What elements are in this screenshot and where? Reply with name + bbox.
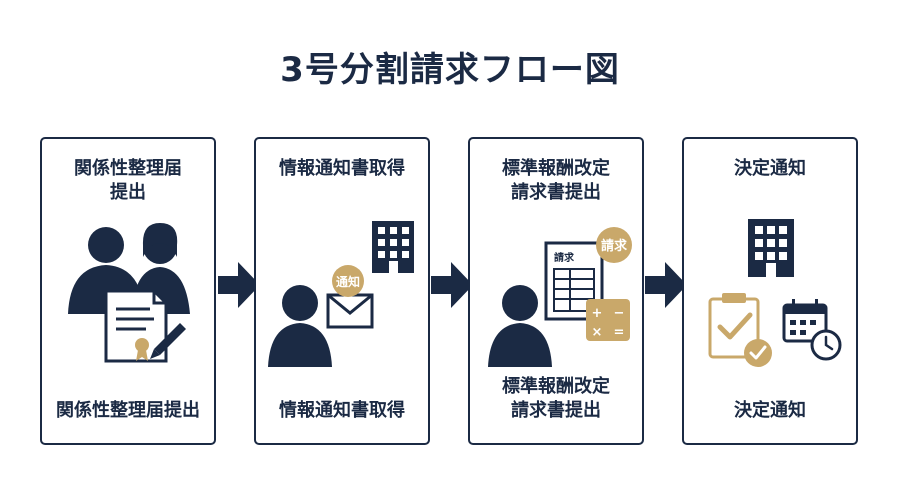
step-card-1: 関係性整理届 提出 関係性整理届提出 — [40, 137, 216, 445]
step-4-caption: 決定通知 — [734, 400, 806, 421]
form-badge-text: 請求 — [601, 238, 628, 254]
document-pen-icon — [104, 289, 186, 363]
building-icon — [748, 219, 794, 277]
calculator-icon: + − × = — [586, 299, 630, 341]
step-3-heading: 標準報酬改定 請求書提出 — [502, 158, 610, 203]
person-icon — [268, 285, 332, 367]
svg-text:×: × — [592, 325, 603, 340]
step-3-caption: 標準報酬改定 請求書提出 — [502, 376, 610, 421]
calendar-clock-icon — [782, 299, 842, 361]
step-1-heading: 関係性整理届 提出 — [74, 158, 182, 203]
step-1-caption: 関係性整理届提出 — [56, 400, 200, 421]
arrow-right-icon — [645, 262, 687, 308]
step-2-heading: 情報通知書取得 — [279, 158, 405, 179]
building-icon — [372, 221, 414, 273]
step-card-4: 決定通知 — [682, 137, 858, 445]
step-1-illustration — [68, 223, 190, 363]
checklist-icon — [708, 293, 772, 367]
step-2-caption: 情報通知書取得 — [279, 400, 405, 421]
page-title: 3号分割請求フロー図 — [280, 50, 620, 90]
step-2-illustration: 通知 — [268, 221, 414, 367]
arrow-right-icon — [218, 262, 260, 308]
svg-text:−: − — [614, 306, 625, 321]
step-card-3: 標準報酬改定 請求書提出 請求 請求 + − × = 標準報酬改定 請求書提出 — [468, 137, 644, 445]
envelope-icon: 通知 — [326, 265, 374, 329]
envelope-badge-text: 通知 — [336, 274, 360, 289]
svg-text:+: + — [592, 306, 603, 321]
person-icon — [488, 285, 552, 367]
step-3-illustration: 請求 請求 + − × = — [488, 227, 632, 367]
svg-text:=: = — [614, 325, 625, 340]
step-card-2: 情報通知書取得 通知 情報通知書取得 — [254, 137, 430, 445]
form-label: 請求 — [554, 251, 575, 264]
arrow-right-icon — [431, 262, 473, 308]
step-4-heading: 決定通知 — [734, 158, 806, 179]
step-4-illustration — [708, 219, 842, 367]
